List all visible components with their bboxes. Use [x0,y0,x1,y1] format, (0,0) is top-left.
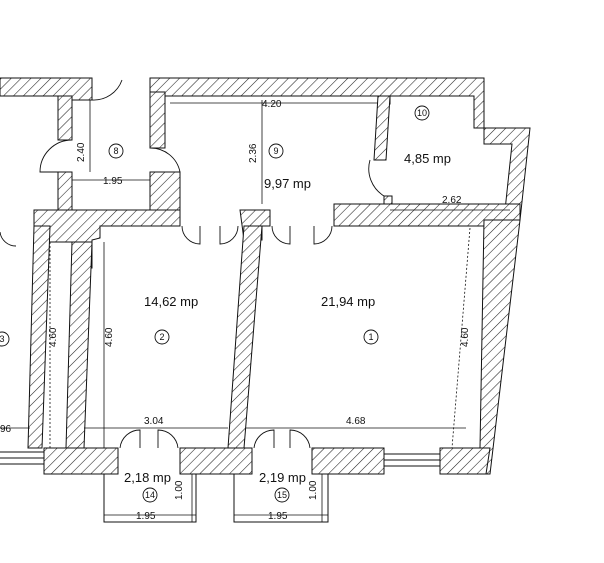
room-15-number: 15 [277,490,287,500]
room-10-number: 10 [417,108,427,118]
dim-1-95-balcony-14: 1.95 [136,511,156,522]
wall-mid-left [33,209,181,269]
wall-right-bump [474,127,531,221]
dim-4-20: 4.20 [262,99,282,110]
room-10-circle [414,105,430,121]
room-9-number: 9 [273,146,278,156]
wall-door-jamb-10 [383,195,393,205]
room-markers [0,105,430,503]
wall-room8-right [149,91,166,149]
room-8-circle [108,143,124,159]
wall-room2-left [65,241,93,449]
room-14-circle [142,487,158,503]
dim-4-60-right: 4.60 [460,327,471,347]
room-2-number: 2 [159,332,164,342]
room-number-labels: 10 9 8 1 2 3 14 15 [0,108,427,500]
room-3-circle [0,331,10,347]
room-3-number: 3 [0,334,5,344]
room-14-area: 2,18 mp [124,470,171,485]
wall-bottom-left [43,447,119,475]
wall-bottom-right-a [311,447,385,475]
room-10-area: 4,85 mp [404,151,451,166]
dim-1-00-balcony-14: 1.00 [174,480,185,500]
room-1-circle [363,329,379,345]
room-14-number: 14 [145,490,155,500]
dim-3-04: 3.04 [144,416,164,427]
dim-96: 96 [0,424,12,435]
room-15-area: 2,19 mp [259,470,306,485]
room-1-area: 21,94 mp [321,294,375,309]
dim-1-95-balcony-15: 1.95 [268,511,288,522]
dim-4-60-left: 4.60 [48,327,59,347]
wall-room8-left-lower [57,171,73,211]
dim-2-40: 2.40 [76,142,87,162]
wall-partition-9-10 [373,95,391,161]
windows [0,451,440,467]
room-2-circle [154,329,170,345]
dimension-lines [0,100,510,522]
doors [0,79,385,449]
wall-room3-right [27,225,51,449]
balconies [103,474,329,523]
room-9-area: 9,97 mp [264,176,311,191]
wall-room1-right [469,219,521,475]
dimension-labels: 4.20 2.40 1.95 2.36 2.62 4.60 4.60 4.60 … [0,99,471,522]
room-2-area: 14,62 mp [144,294,198,309]
room-1-number: 1 [368,332,373,342]
dim-2-36: 2.36 [248,143,259,163]
room-15-circle [274,487,290,503]
wall-room2-right [227,225,263,449]
dim-1-95-top: 1.95 [103,176,123,187]
dim-1-00-balcony-15: 1.00 [308,480,319,500]
dim-4-60-mid: 4.60 [104,327,115,347]
wall-room8-left [57,95,73,141]
wall-top-left [0,77,93,101]
room-8-number: 8 [113,146,118,156]
room-area-labels: 4,85 mp 9,97 mp 21,94 mp 14,62 mp 2,18 m… [124,151,451,485]
wall-bottom-center [179,447,253,475]
wall-room8-bottom [149,171,181,211]
dim-4-68: 4.68 [346,416,366,427]
balcony-15-outline [233,474,329,523]
room-9-circle [268,143,284,159]
dim-2-62: 2.62 [442,195,462,206]
balcony-14-outline [103,474,197,523]
wall-bottom-right-b [439,447,491,475]
walls [0,77,531,475]
